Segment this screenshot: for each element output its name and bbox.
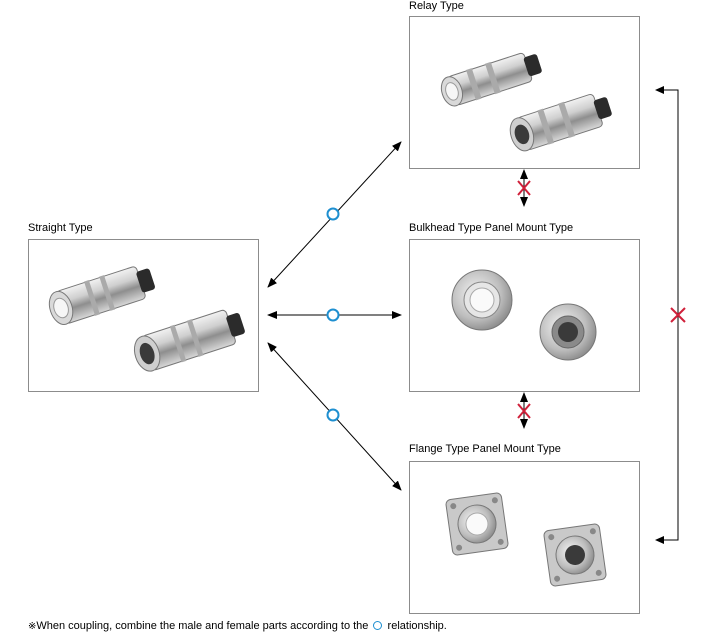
relay-type-label: Relay Type xyxy=(409,0,464,12)
bulkhead-type-box xyxy=(409,239,640,392)
compatible-circle-icon xyxy=(373,621,383,630)
compatible-circle-icon xyxy=(326,207,340,221)
bulkhead-type-label: Bulkhead Type Panel Mount Type xyxy=(409,222,574,234)
relay-type-box xyxy=(409,16,640,169)
relay-connector-pair-icon xyxy=(440,52,612,152)
incompatible-cross-icon xyxy=(517,180,531,196)
flange-type-box xyxy=(409,461,640,614)
compatible-circle-icon xyxy=(326,408,340,422)
bulkhead-connector-pair-icon xyxy=(451,269,597,361)
compatible-circle-icon xyxy=(326,308,340,322)
incompatible-cross-icon xyxy=(670,307,686,323)
footnote-mark: ※ xyxy=(28,621,37,632)
arrow-relay-flange xyxy=(655,86,679,544)
footnote-text-before: When coupling, combine the male and fema… xyxy=(36,620,369,632)
straight-type-box xyxy=(28,239,259,392)
flange-type-label: Flange Type Panel Mount Type xyxy=(409,443,561,455)
straight-type-label: Straight Type xyxy=(28,222,93,234)
flange-connector-pair-icon xyxy=(445,492,607,587)
straight-connector-pair-icon xyxy=(48,266,245,372)
incompatible-cross-icon xyxy=(517,403,531,419)
footnote-text-after: relationship. xyxy=(387,620,447,632)
coupling-footnote: ※When coupling, combine the male and fem… xyxy=(28,620,447,633)
